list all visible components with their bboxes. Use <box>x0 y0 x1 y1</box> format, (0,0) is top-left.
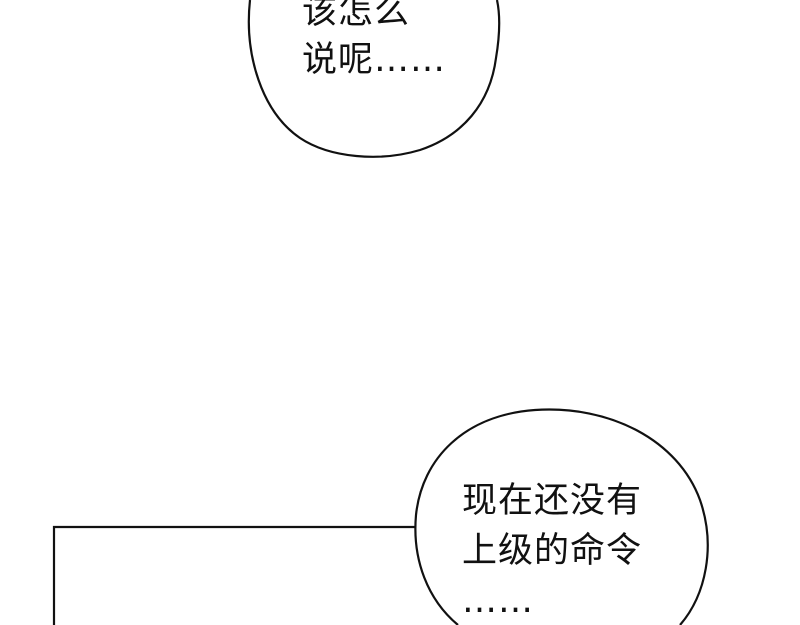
speech-line: 该怎么 <box>302 0 411 32</box>
speech-line: 现在还没有 <box>462 481 643 521</box>
panel-border <box>52 525 430 625</box>
speech-line: …… <box>462 581 534 621</box>
speech-text-top: 该怎么 说呢…… <box>302 0 446 84</box>
speech-bubble-bottom <box>414 408 709 625</box>
speech-text-bottom: 现在还没有 上级的命令 …… <box>462 476 642 625</box>
speech-line: 上级的命令 <box>462 531 643 571</box>
speech-bubble-top <box>247 0 501 158</box>
speech-line: 说呢…… <box>302 40 447 80</box>
